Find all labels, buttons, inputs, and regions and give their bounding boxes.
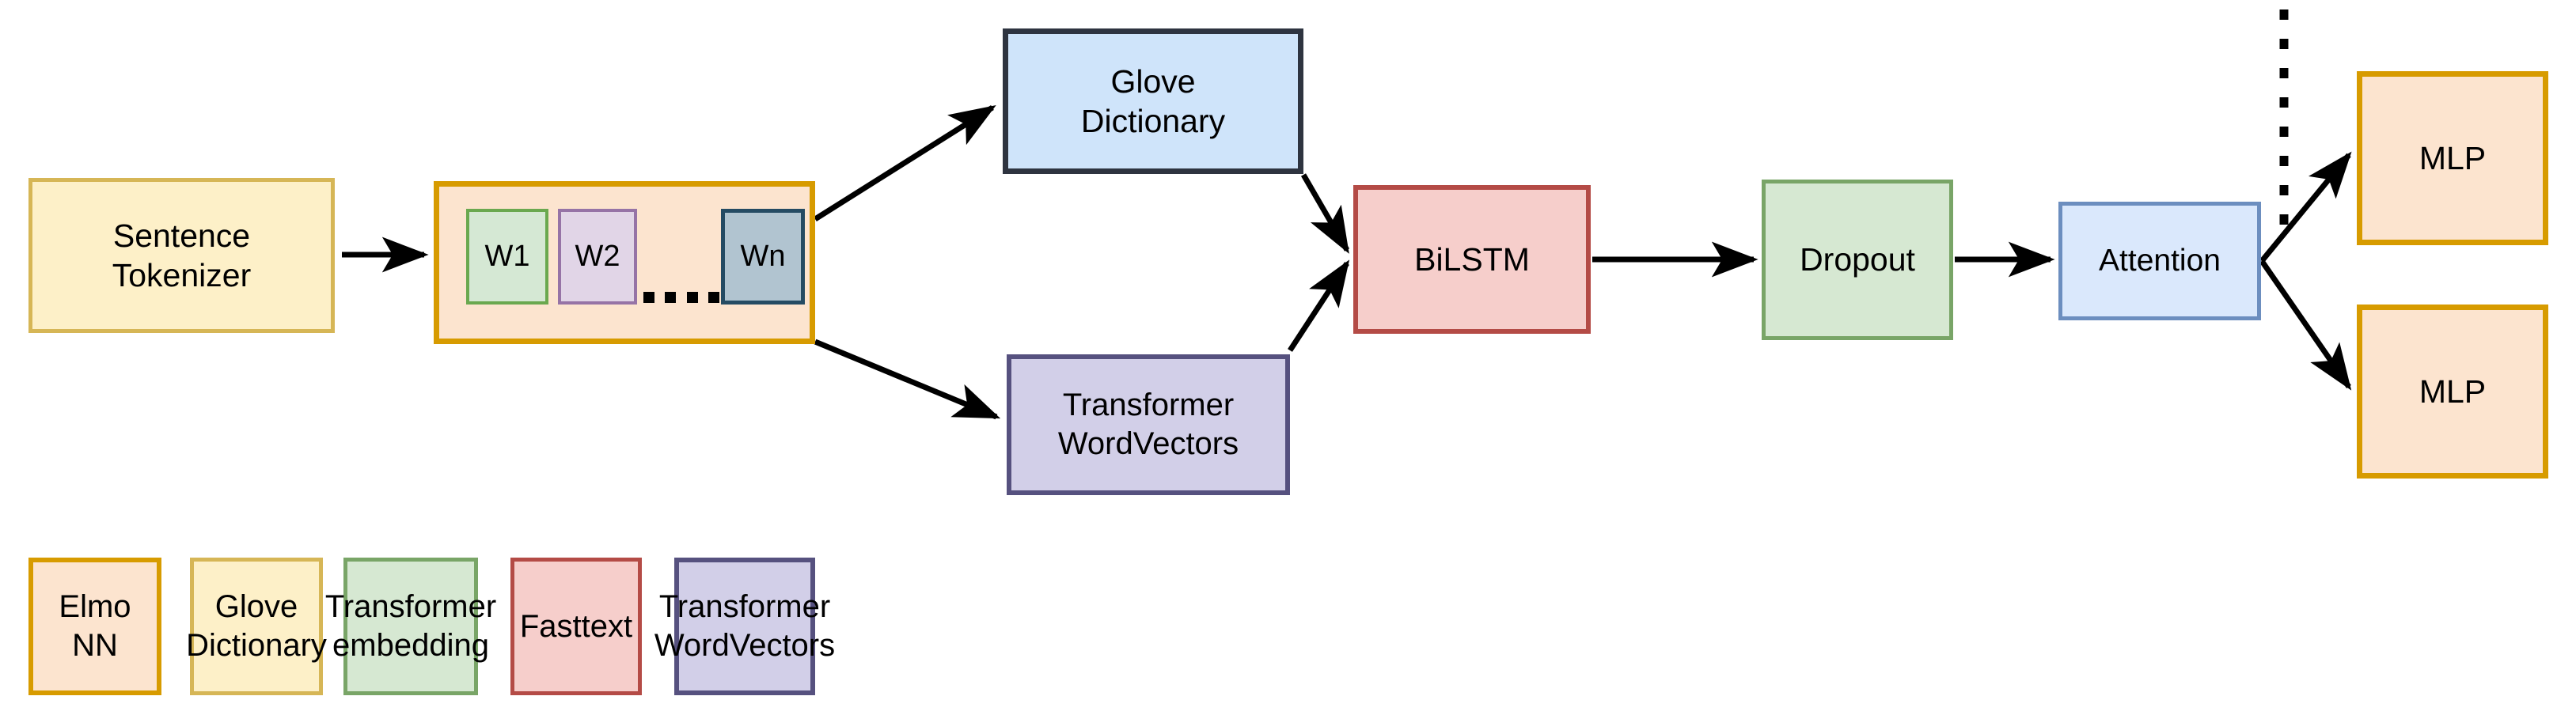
edge-attention-to-mlp-bottom xyxy=(2259,259,2352,391)
edge-tokens-to-transformer-wordvectors xyxy=(814,339,1001,420)
node-dropout[interactable]: Dropout xyxy=(1762,180,1953,340)
node-transformer-wordvectors[interactable]: Transformer WordVectors xyxy=(1007,354,1290,495)
node-token-sequence[interactable]: W1 W2 Wn xyxy=(434,181,815,344)
legend-item-fasttext-label: Fasttext xyxy=(519,608,633,644)
node-attention-label: Attention xyxy=(2099,244,2221,278)
token-box-w1-label: W1 xyxy=(484,240,530,274)
ellipsis-dots-icon xyxy=(643,291,719,304)
edge-glove-to-bilstm xyxy=(1300,173,1350,254)
legend-item-transformer-embedding[interactable]: Transformer embedding xyxy=(325,558,496,695)
node-mlp-bottom[interactable]: MLP xyxy=(2357,305,2548,479)
legend-item-transformer-embedding-label: Transformer embedding xyxy=(324,589,497,663)
edge-attention-to-mlp-top xyxy=(2259,151,2352,263)
legend-item-elmo-nn[interactable]: Elmo NN xyxy=(28,558,161,695)
node-glove-dictionary[interactable]: Glove Dictionary xyxy=(1003,28,1303,174)
node-bilstm-label: BiLSTM xyxy=(1414,240,1530,278)
token-box-w2-label: W2 xyxy=(575,240,620,274)
node-sentence-tokenizer-label: Sentence Tokenizer xyxy=(112,217,252,293)
legend-item-glove-dictionary-label: Glove Dictionary xyxy=(186,589,327,663)
node-sentence-tokenizer[interactable]: Sentence Tokenizer xyxy=(28,178,335,333)
node-mlp-top-label: MLP xyxy=(2419,139,2487,176)
legend-item-fasttext[interactable]: Fasttext xyxy=(510,558,642,695)
token-box-wn-label: Wn xyxy=(740,240,786,274)
legend-item-elmo-nn-label: Elmo NN xyxy=(59,589,131,663)
node-attention[interactable]: Attention xyxy=(2058,202,2261,320)
node-bilstm[interactable]: BiLSTM xyxy=(1353,185,1591,334)
node-transformer-wordvectors-label: Transformer WordVectors xyxy=(1057,388,1239,461)
node-dropout-label: Dropout xyxy=(1800,241,1915,278)
token-box-w2[interactable]: W2 xyxy=(558,209,637,305)
edge-transformer-wordvectors-to-bilstm xyxy=(1288,259,1350,352)
legend-item-glove-dictionary[interactable]: Glove Dictionary xyxy=(186,558,327,695)
token-box-wn[interactable]: Wn xyxy=(721,209,805,305)
node-glove-dictionary-label: Glove Dictionary xyxy=(1080,62,1226,139)
node-mlp-top[interactable]: MLP xyxy=(2357,71,2548,245)
node-mlp-bottom-label: MLP xyxy=(2419,373,2487,410)
legend-item-transformer-wordvectors[interactable]: Transformer WordVectors xyxy=(654,558,835,695)
legend-item-transformer-wordvectors-label: Transformer WordVectors xyxy=(654,589,836,663)
edge-tokens-to-glove xyxy=(814,105,996,221)
token-box-w1[interactable]: W1 xyxy=(466,209,548,305)
